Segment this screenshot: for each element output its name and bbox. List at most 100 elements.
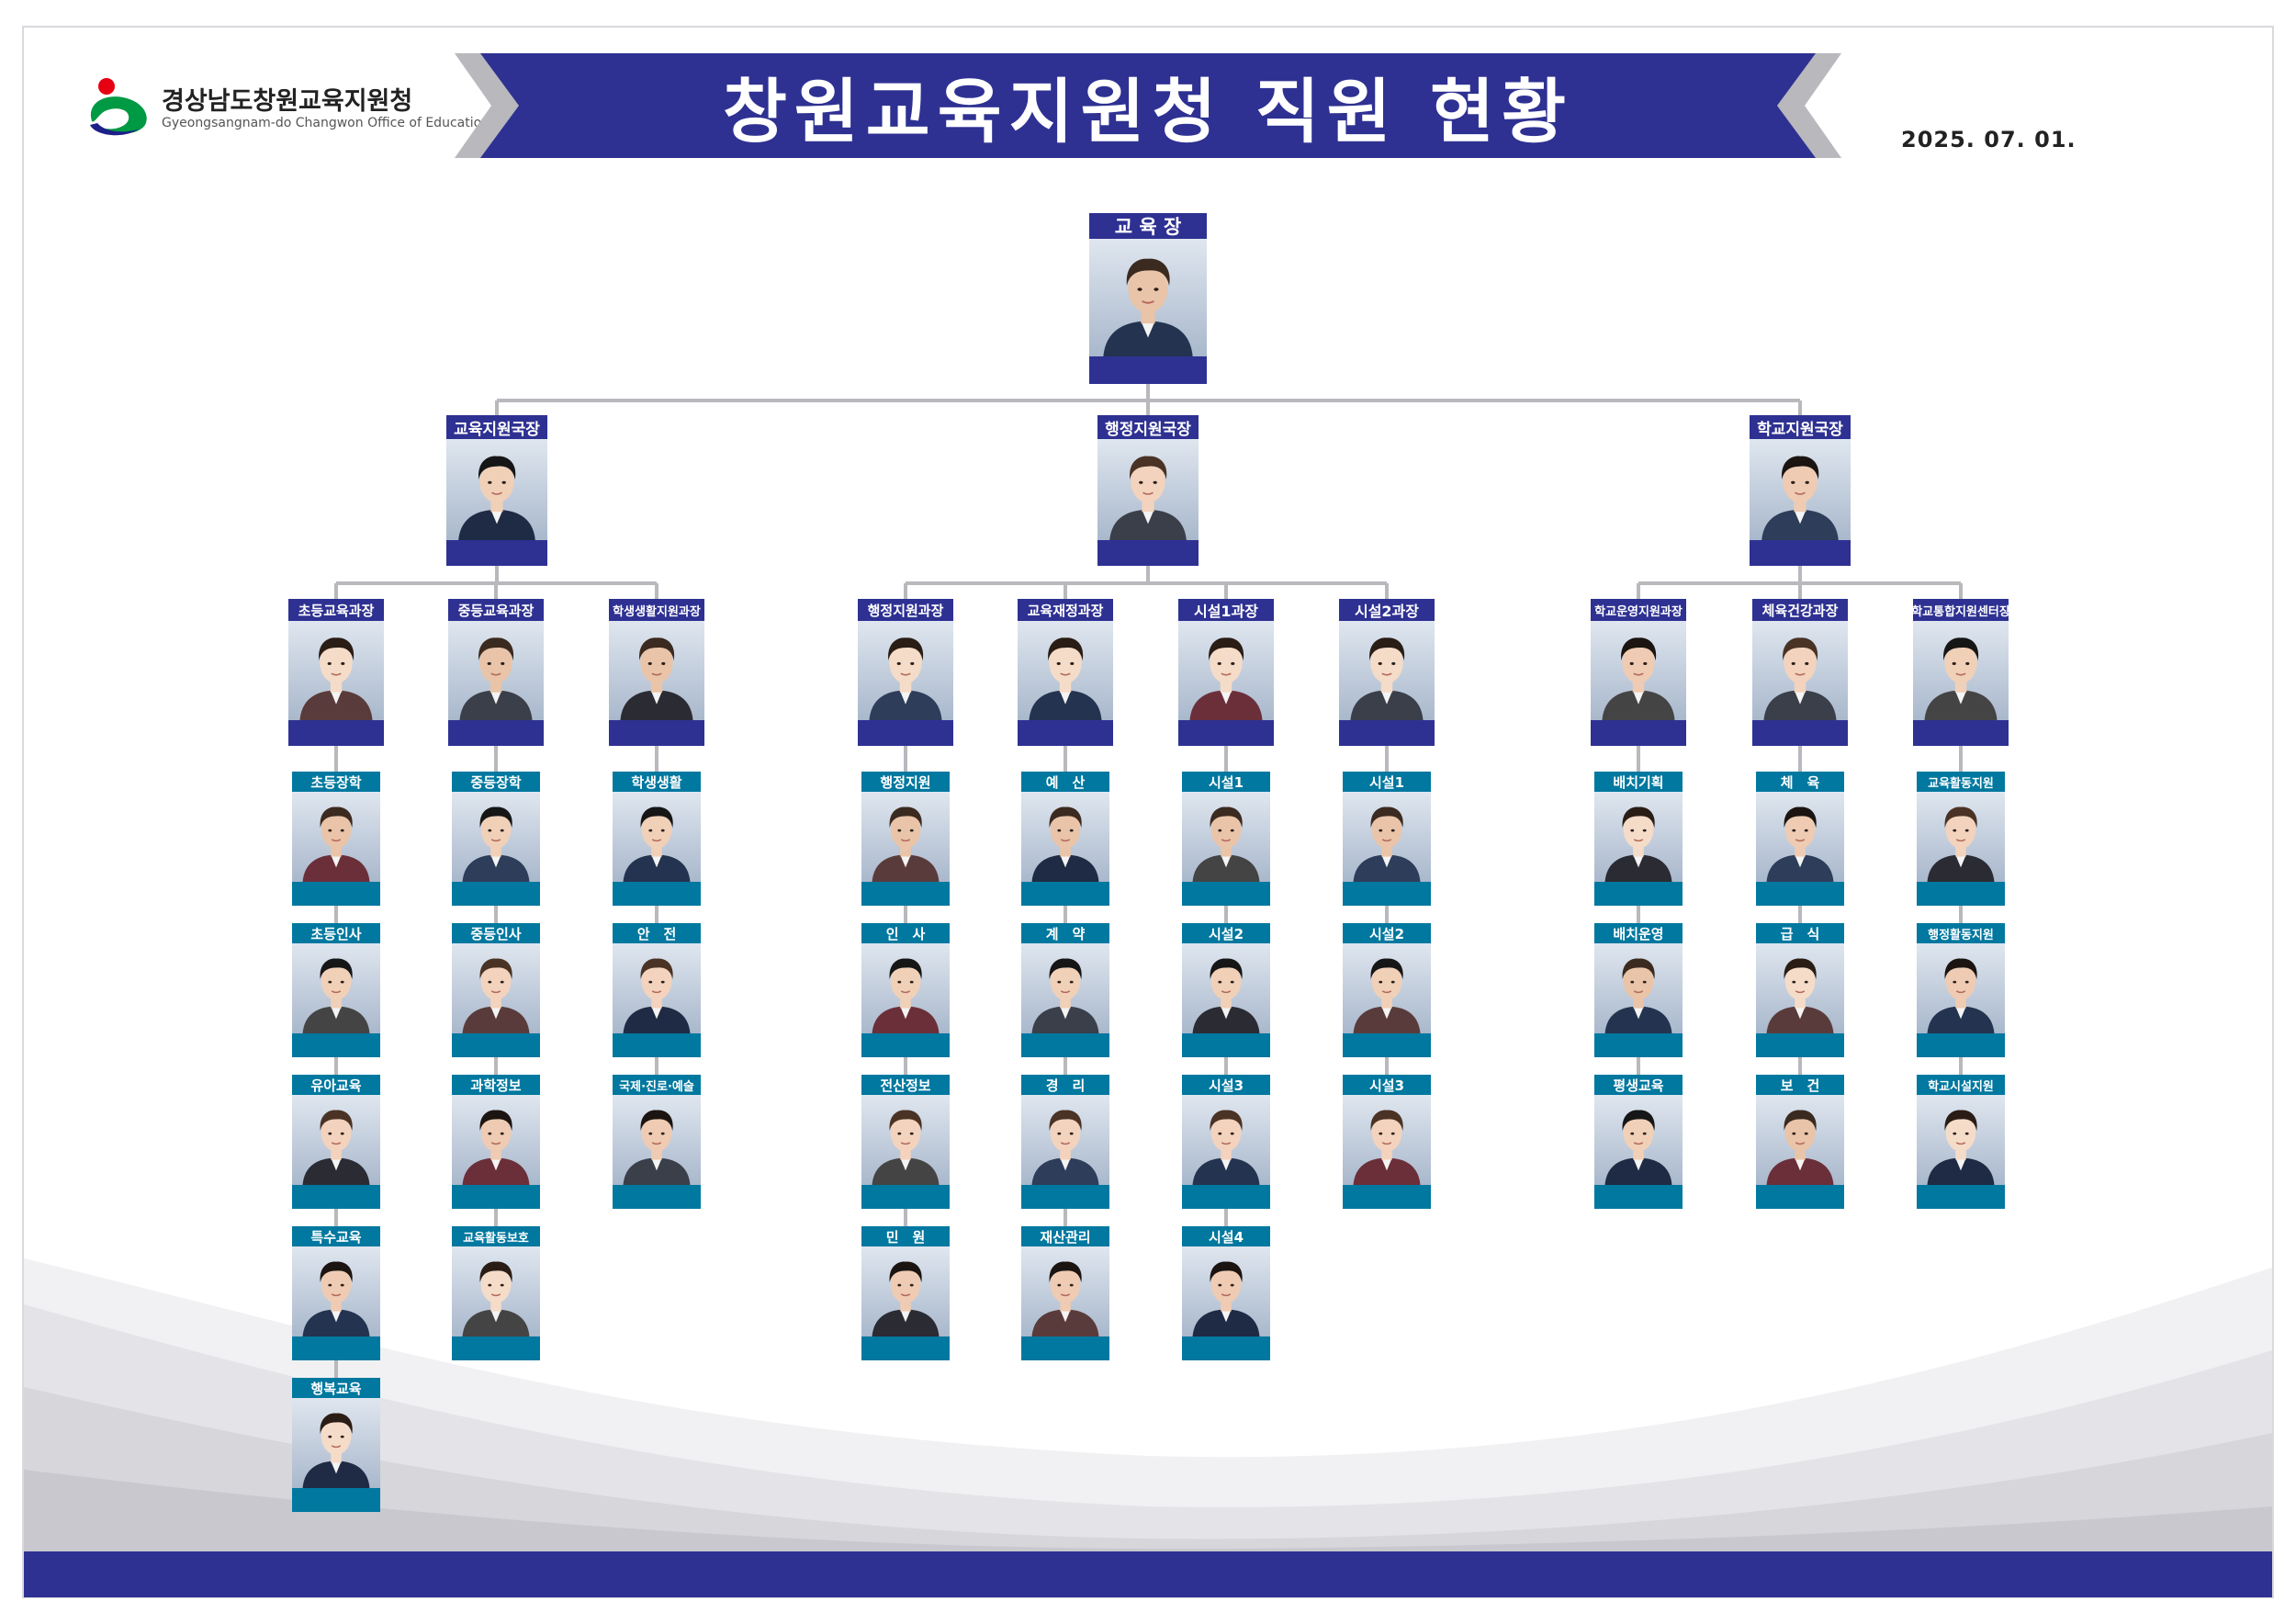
position-label: 학교지원국장 [1750,415,1851,439]
staff-photo [452,792,540,882]
staff-photo [1591,621,1686,720]
staff-card: 계 약 [1021,923,1109,1057]
staff-name [858,720,953,746]
position-label: 학교운영지원과장 [1591,599,1686,621]
position-label: 행복교육 [292,1378,380,1398]
position-label: 예 산 [1021,772,1109,792]
staff-card: 체 육 [1756,772,1844,906]
staff-name [452,882,540,906]
position-label: 초등교육과장 [288,599,384,621]
staff-name [1021,1185,1109,1209]
position-label: 교육활동지원 [1917,772,2005,792]
position-label: 배치기획 [1594,772,1683,792]
staff-photo [292,792,380,882]
staff-card: 초등장학 [292,772,380,906]
position-label: 초등장학 [292,772,380,792]
staff-name [613,882,701,906]
staff-card: 초등인사 [292,923,380,1057]
logo-mark-icon [90,78,147,136]
division-head-card: 중등교육과장 [448,599,544,746]
division-head-card: 초등교육과장 [288,599,384,746]
staff-card: 특수교육 [292,1226,380,1360]
director-card: 교육지원국장 [446,415,547,566]
staff-name [613,1033,701,1057]
staff-name [452,1033,540,1057]
staff-photo [1594,943,1683,1033]
staff-name [1178,720,1274,746]
portrait-photo [1021,1246,1109,1336]
staff-photo [452,1246,540,1336]
staff-card: 시설2 [1343,923,1431,1057]
footer-bar [24,1551,2272,1597]
title-banner: 창원교육지원청 직원 현황 [455,53,1841,158]
staff-card: 급 식 [1756,923,1844,1057]
staff-name [1182,882,1270,906]
portrait-photo [861,1246,950,1336]
staff-card: 시설1 [1182,772,1270,906]
staff-name [1021,1033,1109,1057]
staff-photo [1182,1095,1270,1185]
staff-name [1752,720,1848,746]
portrait-photo [1594,792,1683,882]
portrait-photo [1343,943,1431,1033]
portrait-photo [452,792,540,882]
staff-photo [1343,943,1431,1033]
staff-photo [1178,621,1274,720]
staff-name [292,1033,380,1057]
position-label: 시설1 [1182,772,1270,792]
portrait-photo [292,1246,380,1336]
staff-photo [1021,792,1109,882]
director-card: 학교지원국장 [1750,415,1851,566]
portrait-photo [288,621,384,720]
staff-card: 재산관리 [1021,1226,1109,1360]
portrait-photo [861,1095,950,1185]
staff-card: 과학정보 [452,1075,540,1209]
position-label: 시설3 [1182,1075,1270,1095]
staff-photo [1343,1095,1431,1185]
staff-card: 배치기획 [1594,772,1683,906]
position-label: 체육건강과장 [1752,599,1848,621]
position-label: 평생교육 [1594,1075,1683,1095]
superintendent-card: 교 육 장 [1089,213,1207,384]
portrait-photo [1178,621,1274,720]
staff-photo [292,1246,380,1336]
staff-card: 시설2 [1182,923,1270,1057]
portrait-photo [1594,1095,1683,1185]
position-label: 배치운영 [1594,923,1683,943]
staff-name [1917,1185,2005,1209]
staff-name [1591,720,1686,746]
position-label: 학생생활지원과장 [609,599,704,621]
staff-photo [861,792,950,882]
portrait-photo [1097,439,1199,540]
position-label: 중등인사 [452,923,540,943]
staff-photo [1021,1246,1109,1336]
staff-name [1913,720,2009,746]
staff-photo [288,621,384,720]
staff-name [1343,1033,1431,1057]
portrait-photo [613,943,701,1033]
position-label: 전산정보 [861,1075,950,1095]
staff-name [861,1033,950,1057]
staff-photo [861,1095,950,1185]
staff-card: 행복교육 [292,1378,380,1512]
staff-card: 국제·진로·예술 [613,1075,701,1209]
staff-photo [613,792,701,882]
staff-name [292,882,380,906]
staff-photo [446,439,547,540]
portrait-photo [1756,1095,1844,1185]
position-label: 급 식 [1756,923,1844,943]
division-head-card: 행정지원과장 [858,599,953,746]
staff-name [1594,1033,1683,1057]
staff-name [613,1185,701,1209]
staff-photo [452,943,540,1033]
portrait-photo [1343,1095,1431,1185]
staff-card: 안 전 [613,923,701,1057]
staff-card: 전산정보 [861,1075,950,1209]
portrait-photo [1756,943,1844,1033]
portrait-photo [446,439,547,540]
staff-name [1089,356,1207,384]
portrait-photo [1594,943,1683,1033]
portrait-photo [1182,1246,1270,1336]
portrait-photo [613,792,701,882]
staff-name [1594,882,1683,906]
